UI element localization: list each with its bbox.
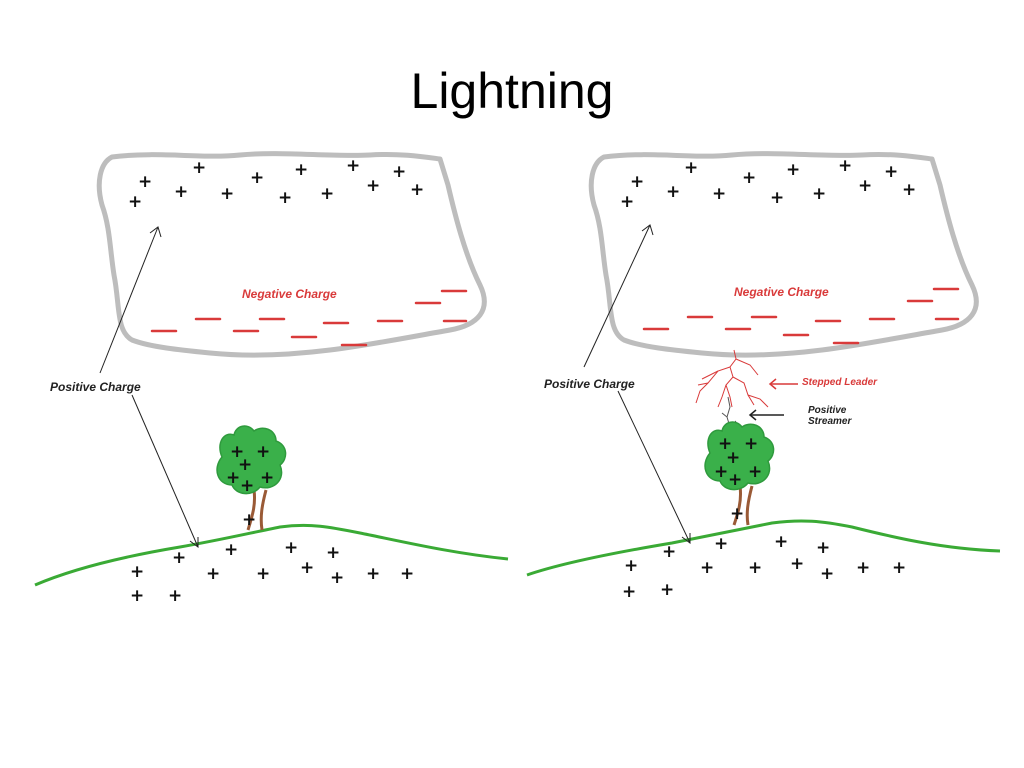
svg-text:+: + <box>856 558 870 578</box>
ground-positive-charges: + + + + + + + + + + + + + <box>130 538 414 606</box>
svg-text:+: + <box>790 554 804 574</box>
diagram-right-panel: + + + + + + + + + + + + + <box>522 145 1002 625</box>
svg-text:+: + <box>224 540 238 560</box>
stepped-leader-arrow <box>768 378 798 390</box>
tree-icon: + + + + + + + <box>216 425 287 531</box>
positive-charge-label: Positive Charge <box>544 377 635 391</box>
svg-text:+: + <box>620 192 634 212</box>
svg-text:+: + <box>660 580 674 600</box>
svg-text:+: + <box>294 160 308 180</box>
svg-text:+: + <box>138 172 152 192</box>
svg-text:+: + <box>812 184 826 204</box>
svg-text:+: + <box>230 442 244 462</box>
svg-text:+: + <box>684 158 698 178</box>
positive-charge-arrows <box>99 226 199 548</box>
cloud-outline <box>96 151 487 358</box>
svg-text:+: + <box>714 462 728 482</box>
svg-text:+: + <box>130 586 144 606</box>
svg-text:+: + <box>278 188 292 208</box>
svg-text:+: + <box>174 182 188 202</box>
diagram-left-panel: + + + + + + + + + + + + + <box>30 145 510 625</box>
negative-charge-label: Negative Charge <box>734 285 829 299</box>
positive-streamer-label-line1: Positive <box>808 405 847 416</box>
ground-line <box>34 523 509 587</box>
svg-text:+: + <box>192 158 206 178</box>
ground-line <box>526 519 1001 577</box>
svg-text:+: + <box>728 470 742 490</box>
svg-text:+: + <box>816 538 830 558</box>
svg-text:+: + <box>168 586 182 606</box>
right-diagram-drawing: + + + + + + + + + + + + + <box>526 151 1001 602</box>
svg-text:+: + <box>366 564 380 584</box>
svg-text:+: + <box>260 468 274 488</box>
positive-streamer-label-line2: Streamer <box>808 416 852 427</box>
svg-text:+: + <box>172 548 186 568</box>
svg-text:+: + <box>730 504 744 524</box>
svg-text:+: + <box>346 156 360 176</box>
svg-text:+: + <box>226 468 240 488</box>
cloud-negative-charges <box>150 289 468 347</box>
tree-icon: + + + + + + + <box>704 421 775 526</box>
svg-text:+: + <box>666 182 680 202</box>
positive-charge-arrows <box>583 224 691 544</box>
cloud-outline <box>588 151 979 358</box>
svg-text:+: + <box>624 556 638 576</box>
svg-text:+: + <box>726 448 740 468</box>
positive-streamer-label: Positive Streamer <box>808 405 851 427</box>
svg-text:+: + <box>902 180 916 200</box>
cloud-positive-charges: + + + + + + + + + + + + + <box>128 156 424 212</box>
stepped-leader-branches <box>695 349 769 408</box>
svg-text:+: + <box>742 168 756 188</box>
svg-text:+: + <box>330 568 344 588</box>
svg-text:+: + <box>744 434 758 454</box>
svg-text:+: + <box>400 564 414 584</box>
left-diagram-drawing: + + + + + + + + + + + + + <box>34 151 509 606</box>
svg-text:+: + <box>718 434 732 454</box>
svg-text:+: + <box>392 162 406 182</box>
svg-text:+: + <box>774 532 788 552</box>
svg-text:+: + <box>320 184 334 204</box>
svg-text:+: + <box>300 558 314 578</box>
svg-text:+: + <box>366 176 380 196</box>
svg-text:+: + <box>748 462 762 482</box>
svg-text:+: + <box>700 558 714 578</box>
positive-charge-label: Positive Charge <box>50 380 141 394</box>
ground-positive-charges: + + + + + + + + + + + + + <box>622 532 906 602</box>
stepped-leader-label: Stepped Leader <box>802 377 878 388</box>
svg-text:+: + <box>748 558 762 578</box>
svg-text:+: + <box>892 558 906 578</box>
cloud-negative-charges <box>642 287 960 345</box>
svg-text:+: + <box>128 192 142 212</box>
svg-text:+: + <box>284 538 298 558</box>
svg-text:+: + <box>884 162 898 182</box>
svg-text:+: + <box>206 564 220 584</box>
svg-text:+: + <box>786 160 800 180</box>
svg-text:+: + <box>820 564 834 584</box>
svg-text:+: + <box>130 562 144 582</box>
svg-text:+: + <box>630 172 644 192</box>
svg-text:+: + <box>238 455 252 475</box>
svg-text:+: + <box>250 168 264 188</box>
svg-text:+: + <box>712 184 726 204</box>
svg-text:+: + <box>220 184 234 204</box>
negative-charge-label: Negative Charge <box>242 287 337 301</box>
svg-text:+: + <box>714 534 728 554</box>
svg-text:+: + <box>410 180 424 200</box>
svg-text:+: + <box>256 442 270 462</box>
svg-text:+: + <box>242 510 256 530</box>
cloud-positive-charges: + + + + + + + + + + + + + <box>620 156 916 212</box>
svg-text:+: + <box>770 188 784 208</box>
svg-text:+: + <box>858 176 872 196</box>
svg-text:+: + <box>662 542 676 562</box>
svg-text:+: + <box>622 582 636 602</box>
svg-text:+: + <box>240 476 254 496</box>
svg-text:+: + <box>256 564 270 584</box>
svg-text:+: + <box>326 543 340 563</box>
positive-streamer-arrow <box>748 409 784 421</box>
slide-title: Lightning <box>410 63 614 119</box>
svg-text:+: + <box>838 156 852 176</box>
